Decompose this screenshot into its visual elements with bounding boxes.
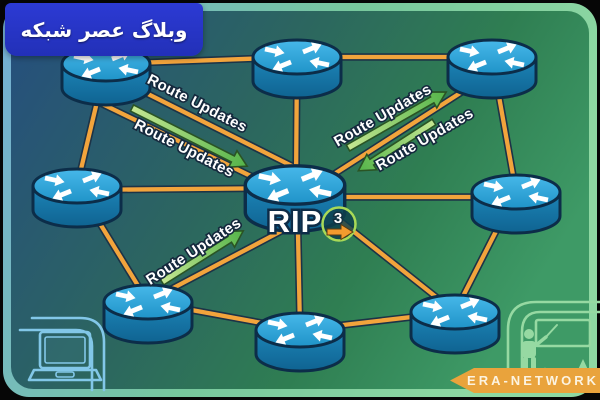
brand-ribbon: ERA-NETWORK (450, 368, 600, 393)
router-bottom-left (102, 282, 194, 345)
route-update-arrows (129, 91, 448, 286)
protocol-label: RIP (268, 204, 323, 239)
blog-banner-text: وبلاگ عصر شبکه (20, 17, 188, 42)
router-top-right (446, 37, 538, 100)
blog-banner: وبلاگ عصر شبکه (5, 3, 203, 56)
router-bottom-center (254, 310, 346, 373)
route-update-arrow-to-center-from-topleft (129, 103, 249, 169)
router-bottom-right (409, 292, 501, 355)
route-update-arrow-from-bottomleft (159, 229, 245, 286)
link (157, 225, 290, 298)
laptop-icon (18, 316, 106, 392)
route-update-arrow-from-topright (356, 118, 437, 172)
route-update-arrow-to-topright (345, 91, 448, 153)
pointer-stick-icon (544, 324, 558, 339)
right-arrow-icon (326, 223, 354, 241)
brand-ribbon-text: ERA-NETWORK (467, 373, 599, 388)
metric-value: 3 (334, 210, 342, 227)
router-mid-right (470, 172, 562, 235)
whiteboard-icon (534, 318, 592, 348)
metric-badge: 3 (321, 206, 357, 242)
router-top-center (251, 37, 343, 100)
router-mid-left (31, 166, 123, 229)
